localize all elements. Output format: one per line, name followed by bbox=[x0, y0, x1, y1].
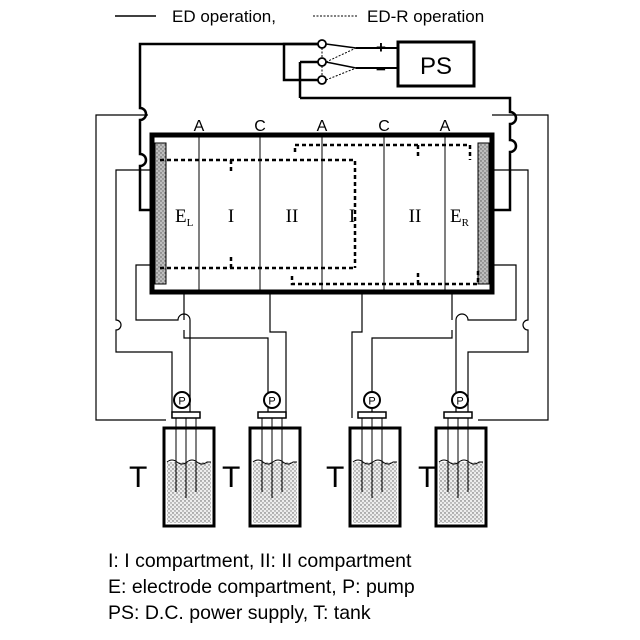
tank-3 bbox=[350, 412, 400, 526]
tank-4 bbox=[436, 412, 486, 526]
minus-sign: − bbox=[376, 60, 386, 79]
switch-terminal-bottom bbox=[318, 76, 326, 84]
tank-2 bbox=[250, 412, 300, 526]
compartment-i-1: I bbox=[228, 206, 234, 227]
pump-4: P bbox=[452, 392, 468, 408]
compartment-ii-2: II bbox=[409, 206, 422, 227]
switch-terminal-middle bbox=[318, 58, 326, 66]
membrane-label-2: C bbox=[254, 118, 266, 135]
svg-text:P: P bbox=[368, 396, 375, 408]
wire-switch-links bbox=[284, 44, 318, 98]
tank-1-label: T bbox=[129, 461, 147, 494]
right-electrode bbox=[478, 143, 489, 284]
left-electrode bbox=[155, 143, 166, 284]
pump-3: P bbox=[364, 392, 380, 408]
membrane-label-4: C bbox=[378, 118, 390, 135]
tank-2-label: T bbox=[222, 461, 240, 494]
svg-text:P: P bbox=[178, 396, 185, 408]
tank-1 bbox=[164, 412, 214, 526]
pump-1: P bbox=[174, 392, 190, 408]
tank-3-label: T bbox=[326, 461, 344, 494]
caption-line-1: I: I compartment, II: II compartment bbox=[108, 548, 411, 574]
loop-ii2-return bbox=[352, 288, 362, 418]
tank-4-label: T bbox=[418, 461, 436, 494]
legend-ed-label: ED operation, bbox=[172, 7, 276, 26]
compartment-ii-1: II bbox=[286, 206, 299, 227]
caption-line-3: PS: D.C. power supply, T: tank bbox=[108, 600, 371, 626]
switch-dashed-arms bbox=[326, 48, 356, 80]
membrane-label-1: A bbox=[194, 118, 205, 135]
legend-edr-label: ED-R operation bbox=[367, 7, 484, 26]
loop-i2-pump bbox=[372, 288, 452, 418]
membrane-label-3: A bbox=[317, 118, 328, 135]
switch-solid-arms bbox=[326, 44, 356, 68]
svg-text:P: P bbox=[268, 396, 275, 408]
pump-2: P bbox=[264, 392, 280, 408]
power-supply-label: PS bbox=[420, 53, 452, 80]
svg-text:P: P bbox=[456, 396, 463, 408]
caption-line-2: E: electrode compartment, P: pump bbox=[108, 574, 415, 600]
compartment-i-2: I bbox=[349, 206, 355, 227]
loop-i-pump bbox=[184, 288, 268, 418]
switch-terminal-top bbox=[318, 40, 326, 48]
membrane-label-5: A bbox=[440, 118, 451, 135]
